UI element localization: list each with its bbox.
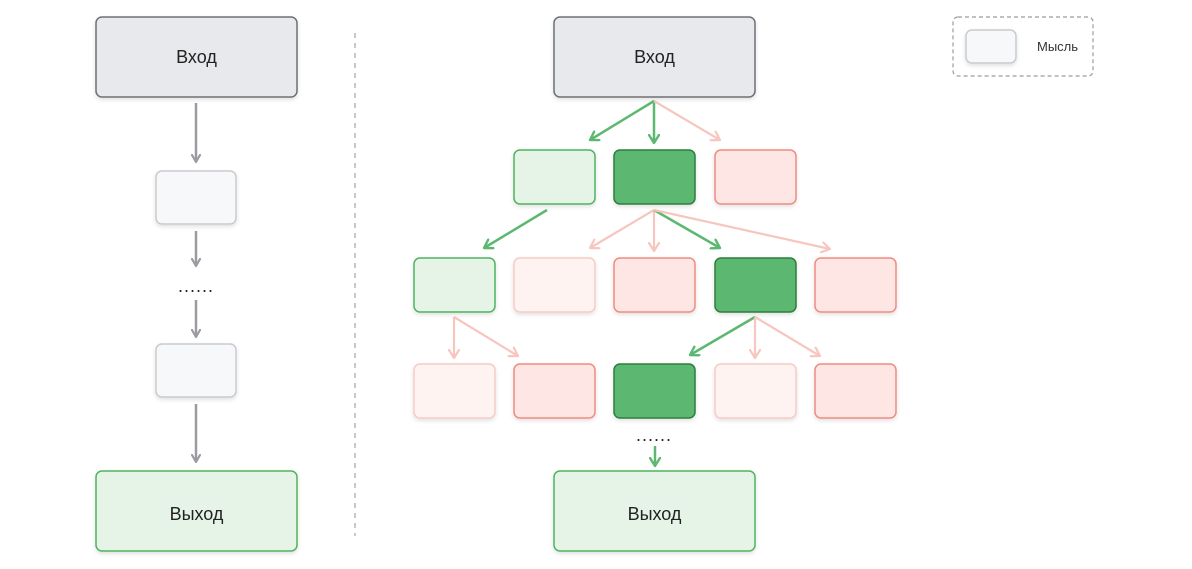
left-chain: Вход ...... Выход [95, 16, 298, 552]
thought-l3-rejected-2 [814, 363, 897, 419]
tree-arrow-l1b-to-l2d [653, 208, 720, 248]
left-input-label: Вход [176, 47, 217, 67]
left-input-box [95, 16, 298, 98]
tree-arrow-l1a-to-l2a [484, 208, 548, 248]
thought-l2-faint [513, 257, 596, 313]
tree-arrow-l2d-to-l3e [754, 316, 820, 356]
tree-arrow-l1b-to-l2b [590, 209, 655, 248]
thought-l3-rejected-1 [513, 363, 596, 419]
right-ellipsis: ...... [636, 425, 672, 445]
legend-thought-swatch [965, 29, 1017, 64]
legend-frame [952, 16, 1094, 77]
tree-arrow-l2a-to-l3b [453, 316, 518, 356]
tree-arrow-l2d-to-l3c [690, 315, 756, 355]
left-thought-2 [155, 343, 237, 398]
right-output-box [553, 470, 756, 552]
left-output-label: Выход [170, 504, 224, 524]
legend: Мысль [952, 16, 1094, 77]
tree-arrow-l1b-to-l2e [653, 208, 830, 249]
thought-l2-rejected-2 [814, 257, 897, 313]
thought-l2-kept [413, 257, 496, 313]
right-tree: Вход ...... Выход [413, 16, 897, 552]
thought-l2-selected [714, 257, 797, 313]
thought-l3-faint-1 [413, 363, 496, 419]
left-thought-1 [155, 170, 237, 225]
thought-l3-faint-2 [714, 363, 797, 419]
left-ellipsis: ...... [178, 276, 214, 296]
thought-l1-selected [613, 149, 696, 205]
right-output-label: Выход [628, 504, 682, 524]
thought-l2-rejected-1 [613, 257, 696, 313]
thought-l3-selected [613, 363, 696, 419]
right-input-label: Вход [634, 47, 675, 67]
tree-arrow-root-to-l1-right [653, 100, 720, 140]
tree-arrow-root-to-l1-left [590, 99, 655, 140]
thought-l1-rejected [714, 149, 797, 205]
left-output-box [95, 470, 298, 552]
legend-thought-label: Мысль [1037, 39, 1078, 54]
right-input-box [553, 16, 756, 98]
thought-l1-kept [513, 149, 596, 205]
